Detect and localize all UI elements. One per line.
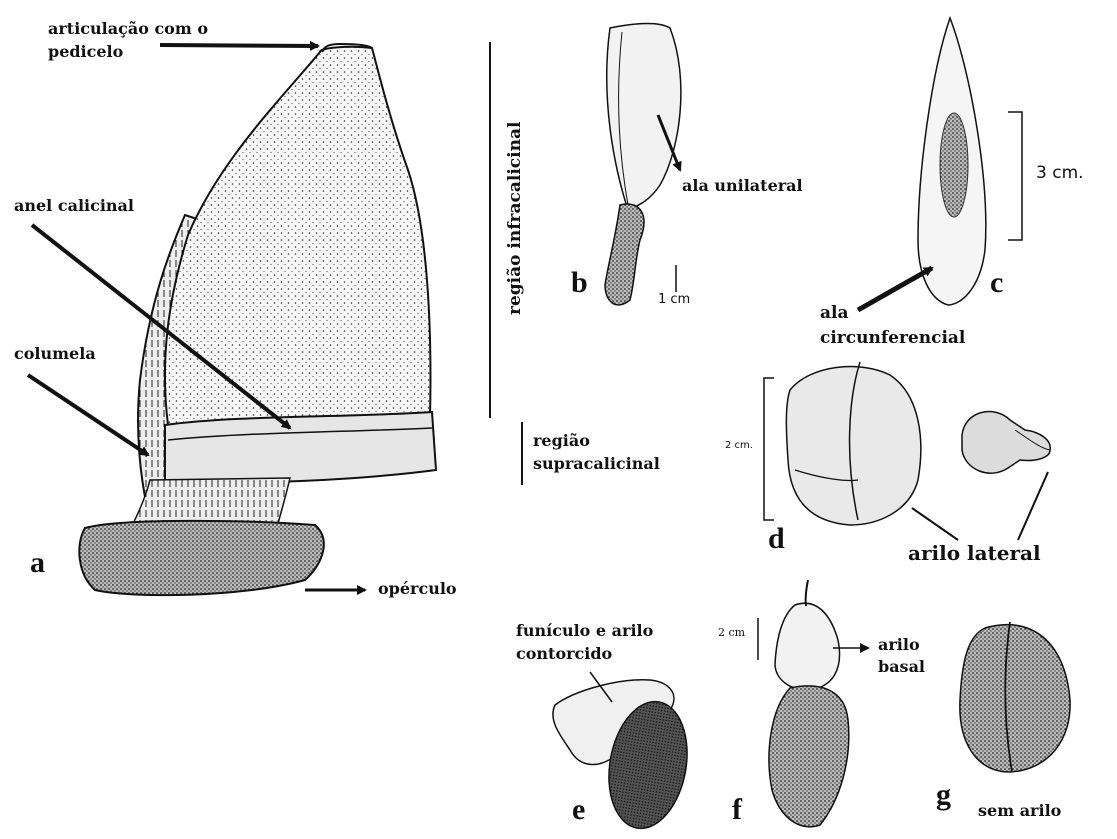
label-anel-calicinal: anel calicinal [14,197,134,215]
seed-b-drawing [605,24,681,305]
letter-g: g [936,778,951,813]
arrow-articulacao [160,45,318,46]
label-regiao-supra-line1: região [533,432,590,450]
wing-unilateral [607,24,681,211]
letter-f: f [732,793,742,828]
scale-bar-d [764,378,774,520]
scale-label-f: 2 cm [718,626,745,639]
letter-d: d [768,522,785,557]
label-arilo-lateral: arilo lateral [908,542,1041,565]
seed-body-g [960,625,1070,772]
label-columela: columela [14,345,96,363]
label-funiculo-line2: contorcido [516,645,612,663]
label-ala-unilateral: ala unilateral [682,177,803,195]
label-regiao-infracalicinal: região infracalicinal [505,122,525,315]
pointer-arilo-2 [1018,472,1048,540]
label-arilo-basal-line2: basal [878,658,925,676]
arrow-columela [28,375,148,455]
label-sem-arilo: sem arilo [978,802,1061,820]
scale-bar-c [1008,112,1022,240]
label-funiculo-line1: funículo e arilo [516,622,653,640]
seed-c-drawing [918,18,986,305]
scale-label-c: 3 cm. [1036,163,1084,183]
label-operculo: opérculo [378,580,457,598]
fruit-a-drawing [79,44,436,595]
fruit-body [165,47,431,425]
letter-e: e [572,793,585,828]
operculum-shape [79,521,324,595]
seed-body-b [605,204,644,305]
scale-label-d: 2 cm. [725,440,753,451]
label-articulacao-line2: pedicelo [48,43,123,61]
pointer-arilo-1 [912,508,958,540]
scale-label-b: 1 cm [658,292,690,307]
seed-d-drawing [786,362,1050,525]
letter-a: a [30,546,45,581]
seed-g-drawing [960,622,1070,772]
label-ala-circ-line2: circunferencial [820,329,965,349]
arrow-ala-circunferencial [858,268,932,310]
arilo-basal-shape [775,603,840,690]
seed-body-c [940,113,968,217]
label-regiao-supra-line2: supracalicinal [533,455,660,473]
letter-c: c [990,266,1003,301]
label-ala-circ-line1: ala [820,304,849,324]
label-articulacao-line1: articulação com o [48,20,208,38]
calyx-ring [165,412,436,483]
seed-d-side [962,412,1050,474]
label-arilo-basal-line1: arilo [878,636,920,654]
seed-f-drawing [769,580,849,827]
seed-body-f [769,686,849,827]
letter-b: b [571,266,588,301]
